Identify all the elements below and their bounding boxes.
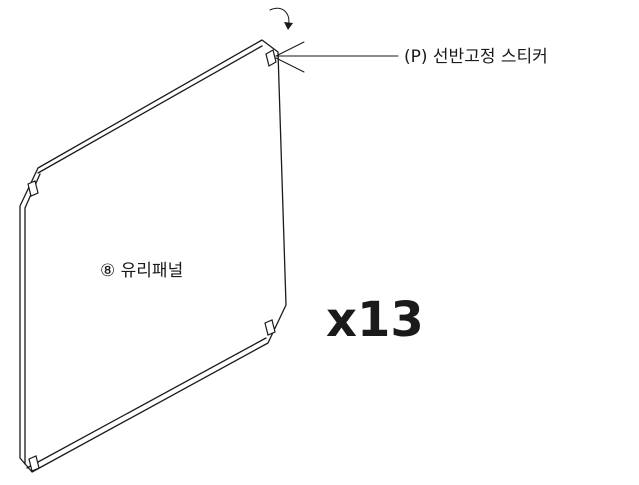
sticker-top-right [265,49,277,67]
corner-stickers [27,49,277,472]
sticker-label: (P) 선반고정 스티커 [404,47,548,67]
sticker-left-upper [27,180,39,197]
glass-panel-front-edge [19,39,287,473]
rotate-arrow-icon [269,7,293,30]
sticker-callout-lines [275,41,399,73]
sticker-bottom-left [28,455,40,472]
quantity-label: x13 [326,292,424,348]
panel-label: ⑧ 유리패널 [100,261,183,281]
glass-panel [19,39,287,473]
glass-panel-bottom-thickness [26,337,267,469]
glass-panel-top-thickness [37,45,263,174]
sticker-right-lower [264,319,276,336]
